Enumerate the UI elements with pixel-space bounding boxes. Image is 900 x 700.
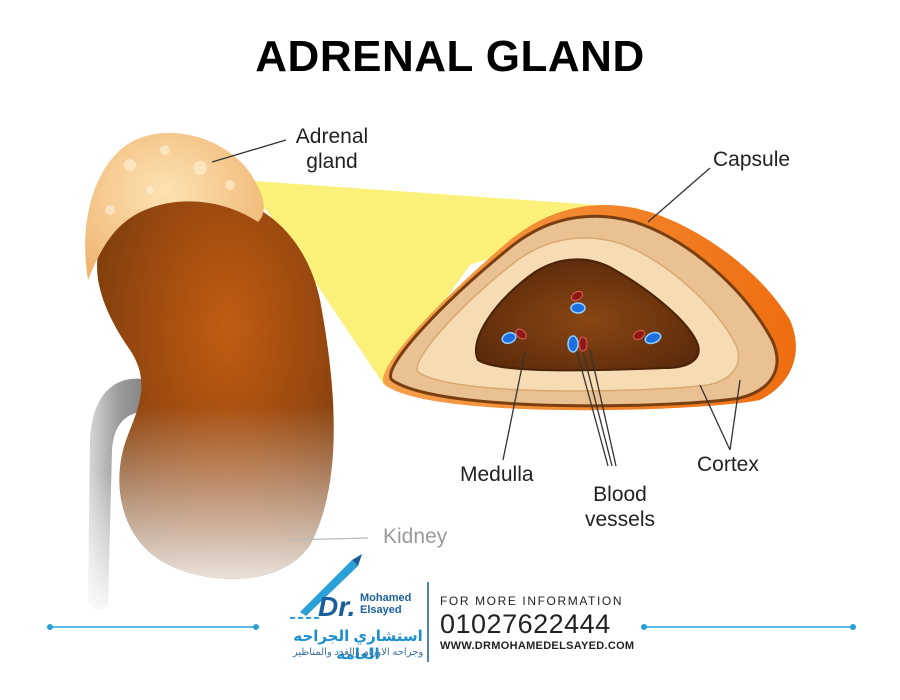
label-blood-vessels-line2: vessels — [584, 508, 656, 531]
brand-name-line2: Elsayed — [360, 604, 402, 616]
info-heading: FOR MORE INFORMATION — [440, 594, 624, 608]
adrenal-texture — [105, 145, 235, 215]
label-adrenal-gland-line2: gland — [306, 150, 358, 173]
brand-name-line1: Mohamed — [360, 592, 412, 604]
brand-dr: Dr. — [318, 591, 356, 622]
label-adrenal-gland-line1: Adrenal — [295, 125, 369, 148]
label-adrenal-gland: Adrenal gland — [284, 124, 380, 174]
contact-info: FOR MORE INFORMATION 01027622444 WWW.DRM… — [440, 594, 635, 652]
footer-decor-left — [47, 624, 259, 630]
leader-lines — [211, 139, 741, 467]
kidney-shape — [97, 193, 334, 579]
website-link[interactable]: WWW.DRMOHAMEDELSAYED.COM — [440, 640, 635, 652]
label-cortex: Cortex — [697, 453, 759, 476]
medulla-shape — [475, 258, 700, 372]
blood-vessels — [501, 290, 662, 353]
cortex-ring-line — [416, 237, 740, 392]
brand-name: Mohamed Elsayed — [360, 592, 411, 616]
kidney-leader-line — [287, 537, 369, 541]
ureter — [88, 378, 152, 609]
footer-decor-right — [641, 624, 856, 630]
adrenal-cross-section — [382, 205, 796, 411]
logo-scalpel-icon — [290, 554, 362, 619]
label-blood-vessels: Blood vessels — [570, 482, 670, 532]
page-title: ADRENAL GLAND — [255, 32, 645, 81]
label-medulla: Medulla — [460, 463, 534, 486]
label-capsule: Capsule — [713, 148, 791, 171]
label-kidney: Kidney — [383, 525, 448, 548]
brand-arabic-title: استشاري الجراحه العامة — [293, 628, 423, 663]
phone-number: 01027622444 — [440, 609, 611, 639]
label-blood-vessels-line1: Blood — [593, 483, 647, 506]
brand-arabic-subtitle: وجراحه الاورام والغدد والمناظير — [292, 647, 424, 658]
